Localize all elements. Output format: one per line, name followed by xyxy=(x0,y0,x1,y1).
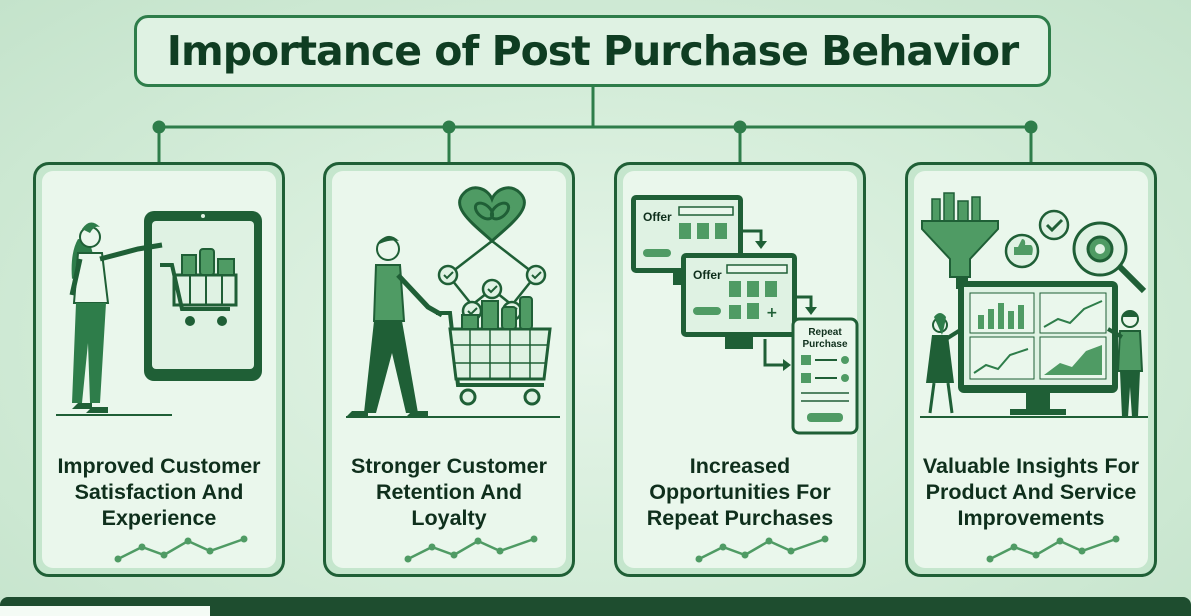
sparkline-icon xyxy=(695,535,829,563)
connector-node xyxy=(1024,120,1038,134)
card-label: Improved Customer Satisfaction And Exper… xyxy=(57,454,261,530)
page-title: Importance of Post Purchase Behavior xyxy=(166,27,1020,75)
card-body: Stronger Customer Retention And Loyalty xyxy=(332,171,566,568)
sparkline-icon xyxy=(404,535,538,563)
repeat-label-line2: Purchase xyxy=(802,339,847,350)
offer-screens-repeat-purchase-icon: Offer Offer + Repeat Purchase xyxy=(631,195,859,435)
connector-node xyxy=(733,120,747,134)
card-valuable-insights: Valuable Insights For Product And Servic… xyxy=(905,162,1157,577)
card-label: Valuable Insights For Product And Servic… xyxy=(922,454,1140,530)
svg-text:+: + xyxy=(766,305,778,321)
heart-loyalty-cart-icon xyxy=(346,186,560,418)
offer-label-1: Offer xyxy=(643,210,672,224)
connector-tree xyxy=(152,87,1038,163)
connector-node xyxy=(152,120,166,134)
sparkline-icon xyxy=(114,535,248,563)
title-box: Importance of Post Purchase Behavior xyxy=(134,15,1051,87)
card-body: Valuable Insights For Product And Servic… xyxy=(914,171,1148,568)
connector-drops xyxy=(157,127,1033,163)
card-repeat-purchases: Offer Offer + Repeat Purchase xyxy=(614,162,866,577)
analytics-dashboard-funnel-icon xyxy=(920,192,1148,418)
sparkline-icon xyxy=(986,535,1120,563)
card-customer-retention: Stronger Customer Retention And Loyalty xyxy=(323,162,575,577)
connector-node xyxy=(442,120,456,134)
card-label: Stronger Customer Retention And Loyalty xyxy=(351,454,547,530)
card-customer-satisfaction: Improved Customer Satisfaction And Exper… xyxy=(33,162,285,577)
offer-label-2: Offer xyxy=(693,268,722,282)
card-body: Offer Offer + Repeat Purchase xyxy=(623,171,859,568)
card-label: Increased Opportunities For Repeat Purch… xyxy=(646,454,834,530)
card-body: Improved Customer Satisfaction And Exper… xyxy=(42,171,276,568)
bottom-bar xyxy=(0,597,1191,616)
bottom-edge xyxy=(0,606,210,616)
repeat-label-line1: Repeat xyxy=(808,327,842,338)
tablet-shopping-cart-icon xyxy=(56,211,262,416)
